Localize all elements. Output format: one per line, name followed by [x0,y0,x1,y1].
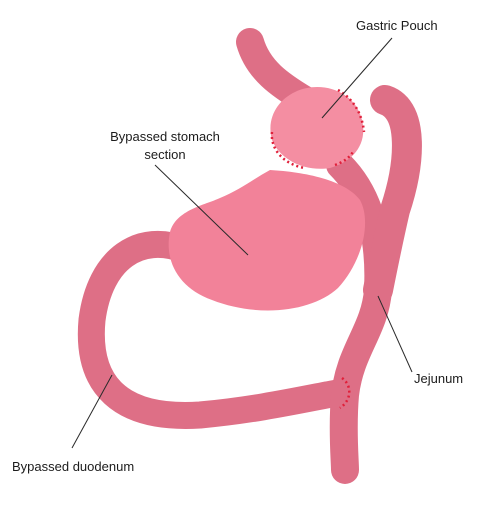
pouch-staple-line-upper [337,88,366,133]
jejunum-blind-end [363,85,422,305]
gastric-pouch [270,87,364,169]
bypassed-stomach-label: Bypassed stomach section [80,128,250,164]
jejunum-limb [326,151,393,484]
leader-jejunum [377,295,413,373]
bypassed-stomach-label-line2: section [144,147,186,162]
pouch-staple-line-lower [270,131,306,170]
bypassed-stomach [168,170,366,311]
gastric-pouch-label: Gastric Pouch [356,18,438,33]
leader-bypassed-stomach [154,164,249,256]
leader-lines [71,37,413,449]
staple-lines [270,88,366,410]
bypassed-duodenum [77,230,351,429]
leader-bypassed-duodenum [71,374,113,449]
jejunum-label: Jejunum [414,371,464,386]
duodenum-jejunum-anastomosis [339,376,351,410]
bypassed-stomach-label-line1: Bypassed stomach [110,129,220,144]
bypassed-duodenum-label: Bypassed duodenum [12,459,135,474]
leader-gastric-pouch [321,37,393,119]
